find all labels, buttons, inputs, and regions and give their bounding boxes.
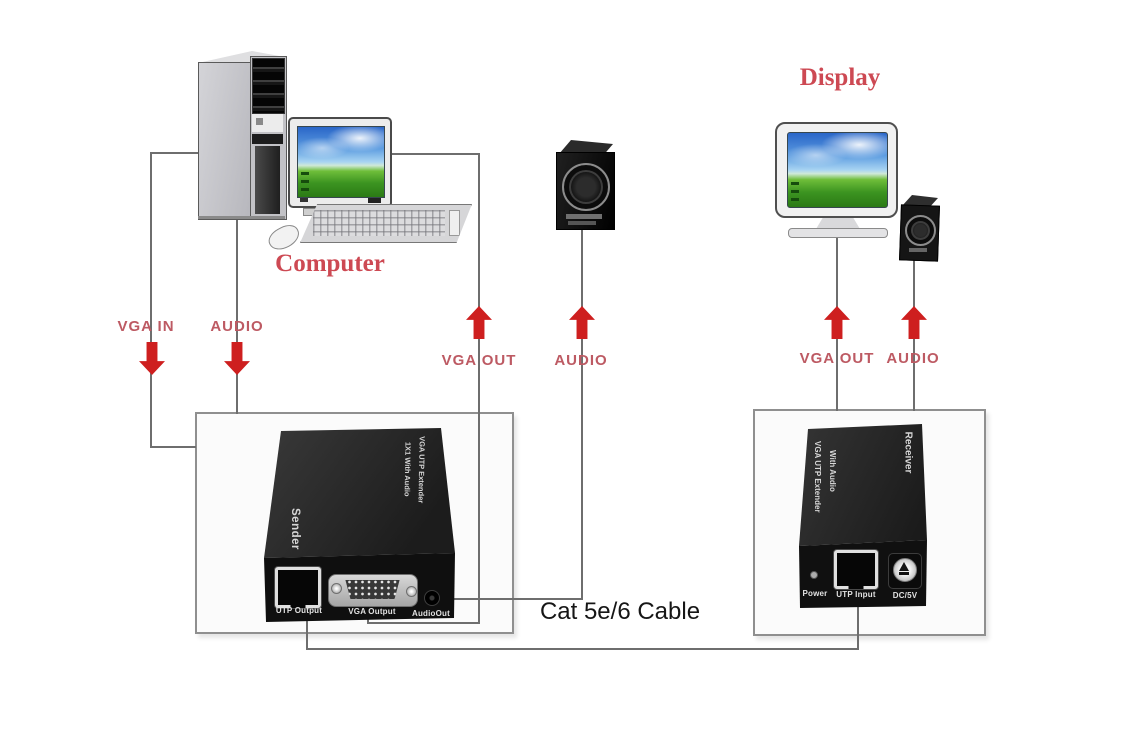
tower-drive-bays	[252, 58, 285, 114]
receiver-utp-label: UTP Input	[836, 590, 876, 599]
receiver-side-label-text: Receiver	[902, 431, 914, 474]
receiver-side-label: Receiver	[902, 422, 915, 484]
sender-model-text: VGA UTP Extender 1X1 With Audio	[399, 436, 428, 512]
receiver-utp-port	[834, 550, 878, 589]
speaker-vent-1	[566, 214, 602, 219]
receiver-outline-box	[753, 409, 986, 636]
display-neck	[816, 218, 860, 229]
sender-device: Sender VGA UTP Extender 1X1 With Audio U…	[258, 426, 458, 626]
computer-title: Computer	[275, 250, 385, 277]
speaker-left	[551, 139, 615, 231]
sender-vga-screw-left	[331, 583, 342, 594]
receiver-model-text: VGA UTP Extender With Audio	[810, 441, 840, 553]
keyboard-keys	[313, 210, 445, 236]
sender-side-label: Sender	[288, 500, 302, 558]
receiver-dc-label: DC/5V	[892, 591, 918, 600]
keyboard-right-bar	[449, 210, 460, 236]
vga-in-line-vertical	[150, 152, 152, 448]
tower-base	[198, 216, 285, 219]
sender-utp-label: UTP Output	[275, 606, 323, 615]
audio-label-display: AUDIO	[886, 350, 940, 367]
sender-model-line1: VGA UTP Extender	[416, 436, 427, 504]
sender-side-label-text: Sender	[289, 508, 301, 550]
vga-out-line-vertical	[478, 153, 480, 624]
speaker-right-vent	[909, 248, 927, 252]
tower-side-panel	[198, 62, 254, 220]
sender-top-face	[264, 428, 455, 558]
vga-out-label-left: VGA OUT	[441, 352, 517, 369]
utp-sender-stub	[306, 617, 308, 650]
sender-outline-box	[195, 412, 514, 634]
vga-out-arrow-right	[824, 306, 850, 339]
receiver-top-face	[799, 424, 927, 546]
sender-model-line2: 1X1 With Audio	[402, 441, 413, 497]
tower-power-button	[256, 118, 263, 125]
speaker-cone	[562, 163, 610, 211]
receiver-model-line1: VGA UTP Extender	[813, 441, 822, 513]
audio-in-arrow	[224, 342, 250, 375]
receiver-dc-plug-icon	[899, 562, 909, 571]
sender-vga-screw-right	[406, 586, 417, 597]
monitor-button-right	[368, 198, 381, 203]
display-title: Display	[799, 64, 881, 91]
sender-audio-label: AudioOut	[411, 609, 451, 618]
audio-label-speaker: AUDIO	[554, 352, 608, 369]
vga-in-label: VGA IN	[117, 318, 175, 335]
audio-in-label: AUDIO	[210, 318, 264, 335]
display-screen	[787, 132, 888, 208]
vga-out-line-top	[391, 153, 480, 155]
receiver-power-label: Power	[802, 589, 828, 598]
receiver-dc-circle	[893, 558, 917, 582]
receiver-dc-plug-base	[899, 572, 909, 575]
monitor-screen	[297, 126, 385, 198]
tower-vent-band	[252, 134, 283, 144]
speaker-right-cone	[905, 215, 936, 246]
sender-vga-label: VGA Output	[348, 607, 396, 616]
keyboard	[300, 204, 472, 243]
receiver-model-line2: With Audio	[828, 450, 837, 492]
cat5-cable-line	[306, 648, 859, 650]
speaker-vent-2	[568, 221, 596, 225]
vga-out-label-right: VGA OUT	[799, 350, 875, 367]
monitor-button-left	[300, 198, 308, 202]
computer-monitor	[288, 117, 392, 217]
speaker-right	[896, 194, 942, 262]
vga-in-line-top	[151, 152, 203, 154]
display-base	[788, 228, 888, 238]
receiver-device: VGA UTP Extender With Audio Receiver Pow…	[795, 424, 935, 614]
vga-output-jog	[367, 622, 480, 624]
speaker-audio-line	[581, 226, 583, 600]
audio-out-line	[436, 598, 583, 600]
sender-audio-jack	[424, 590, 440, 606]
display-monitor	[775, 122, 898, 238]
audio-line-computer	[236, 217, 238, 414]
cat5-cable-label: Cat 5e/6 Cable	[539, 598, 701, 625]
tower-lower-panel	[255, 146, 280, 214]
sender-vga-holes	[345, 580, 400, 599]
utp-receiver-stub	[857, 604, 859, 650]
vga-in-line-bottom	[150, 446, 196, 448]
receiver-power-led	[810, 571, 818, 579]
vga-out-arrow-left	[466, 306, 492, 339]
audio-arrow-speaker	[569, 306, 595, 339]
sender-utp-port	[275, 567, 321, 608]
vga-in-arrow	[139, 342, 165, 375]
desktop-icons	[301, 172, 309, 194]
audio-arrow-display	[901, 306, 927, 339]
display-desktop-icons	[791, 182, 799, 204]
